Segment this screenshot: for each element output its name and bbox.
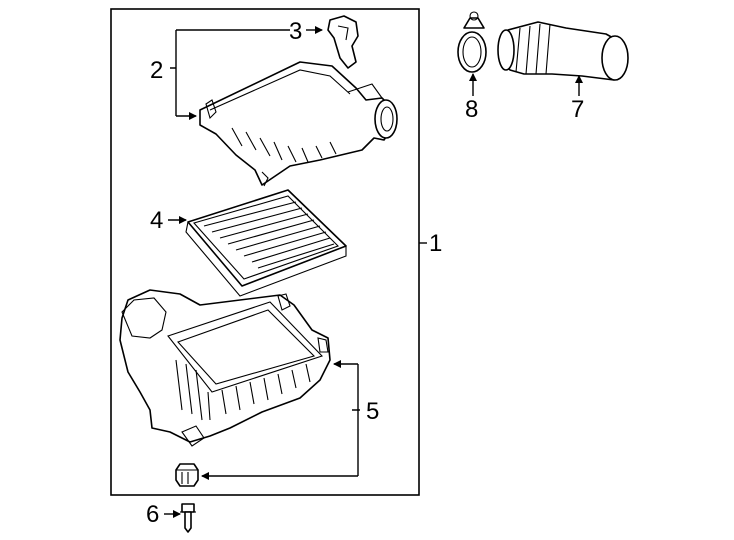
intake-hose-part — [497, 21, 629, 81]
callout-1: 1 — [429, 230, 442, 257]
clamp-part — [457, 11, 487, 73]
callout-2: 2 — [150, 57, 163, 84]
drain-plug-part — [175, 463, 199, 487]
leader-5 — [352, 364, 360, 476]
callout-6: 6 — [146, 501, 159, 528]
bracket-part — [327, 15, 359, 69]
bolt-part — [180, 503, 196, 533]
leader-2 — [170, 30, 177, 116]
callout-4: 4 — [150, 207, 163, 234]
callout-7: 7 — [571, 96, 584, 123]
upper-cover-part — [199, 61, 398, 187]
filter-element-part — [185, 189, 347, 297]
callout-8: 8 — [465, 96, 478, 123]
callout-5: 5 — [366, 398, 379, 425]
assembly-box — [110, 8, 420, 496]
lower-case-part — [119, 289, 331, 447]
callout-3: 3 — [289, 18, 302, 45]
